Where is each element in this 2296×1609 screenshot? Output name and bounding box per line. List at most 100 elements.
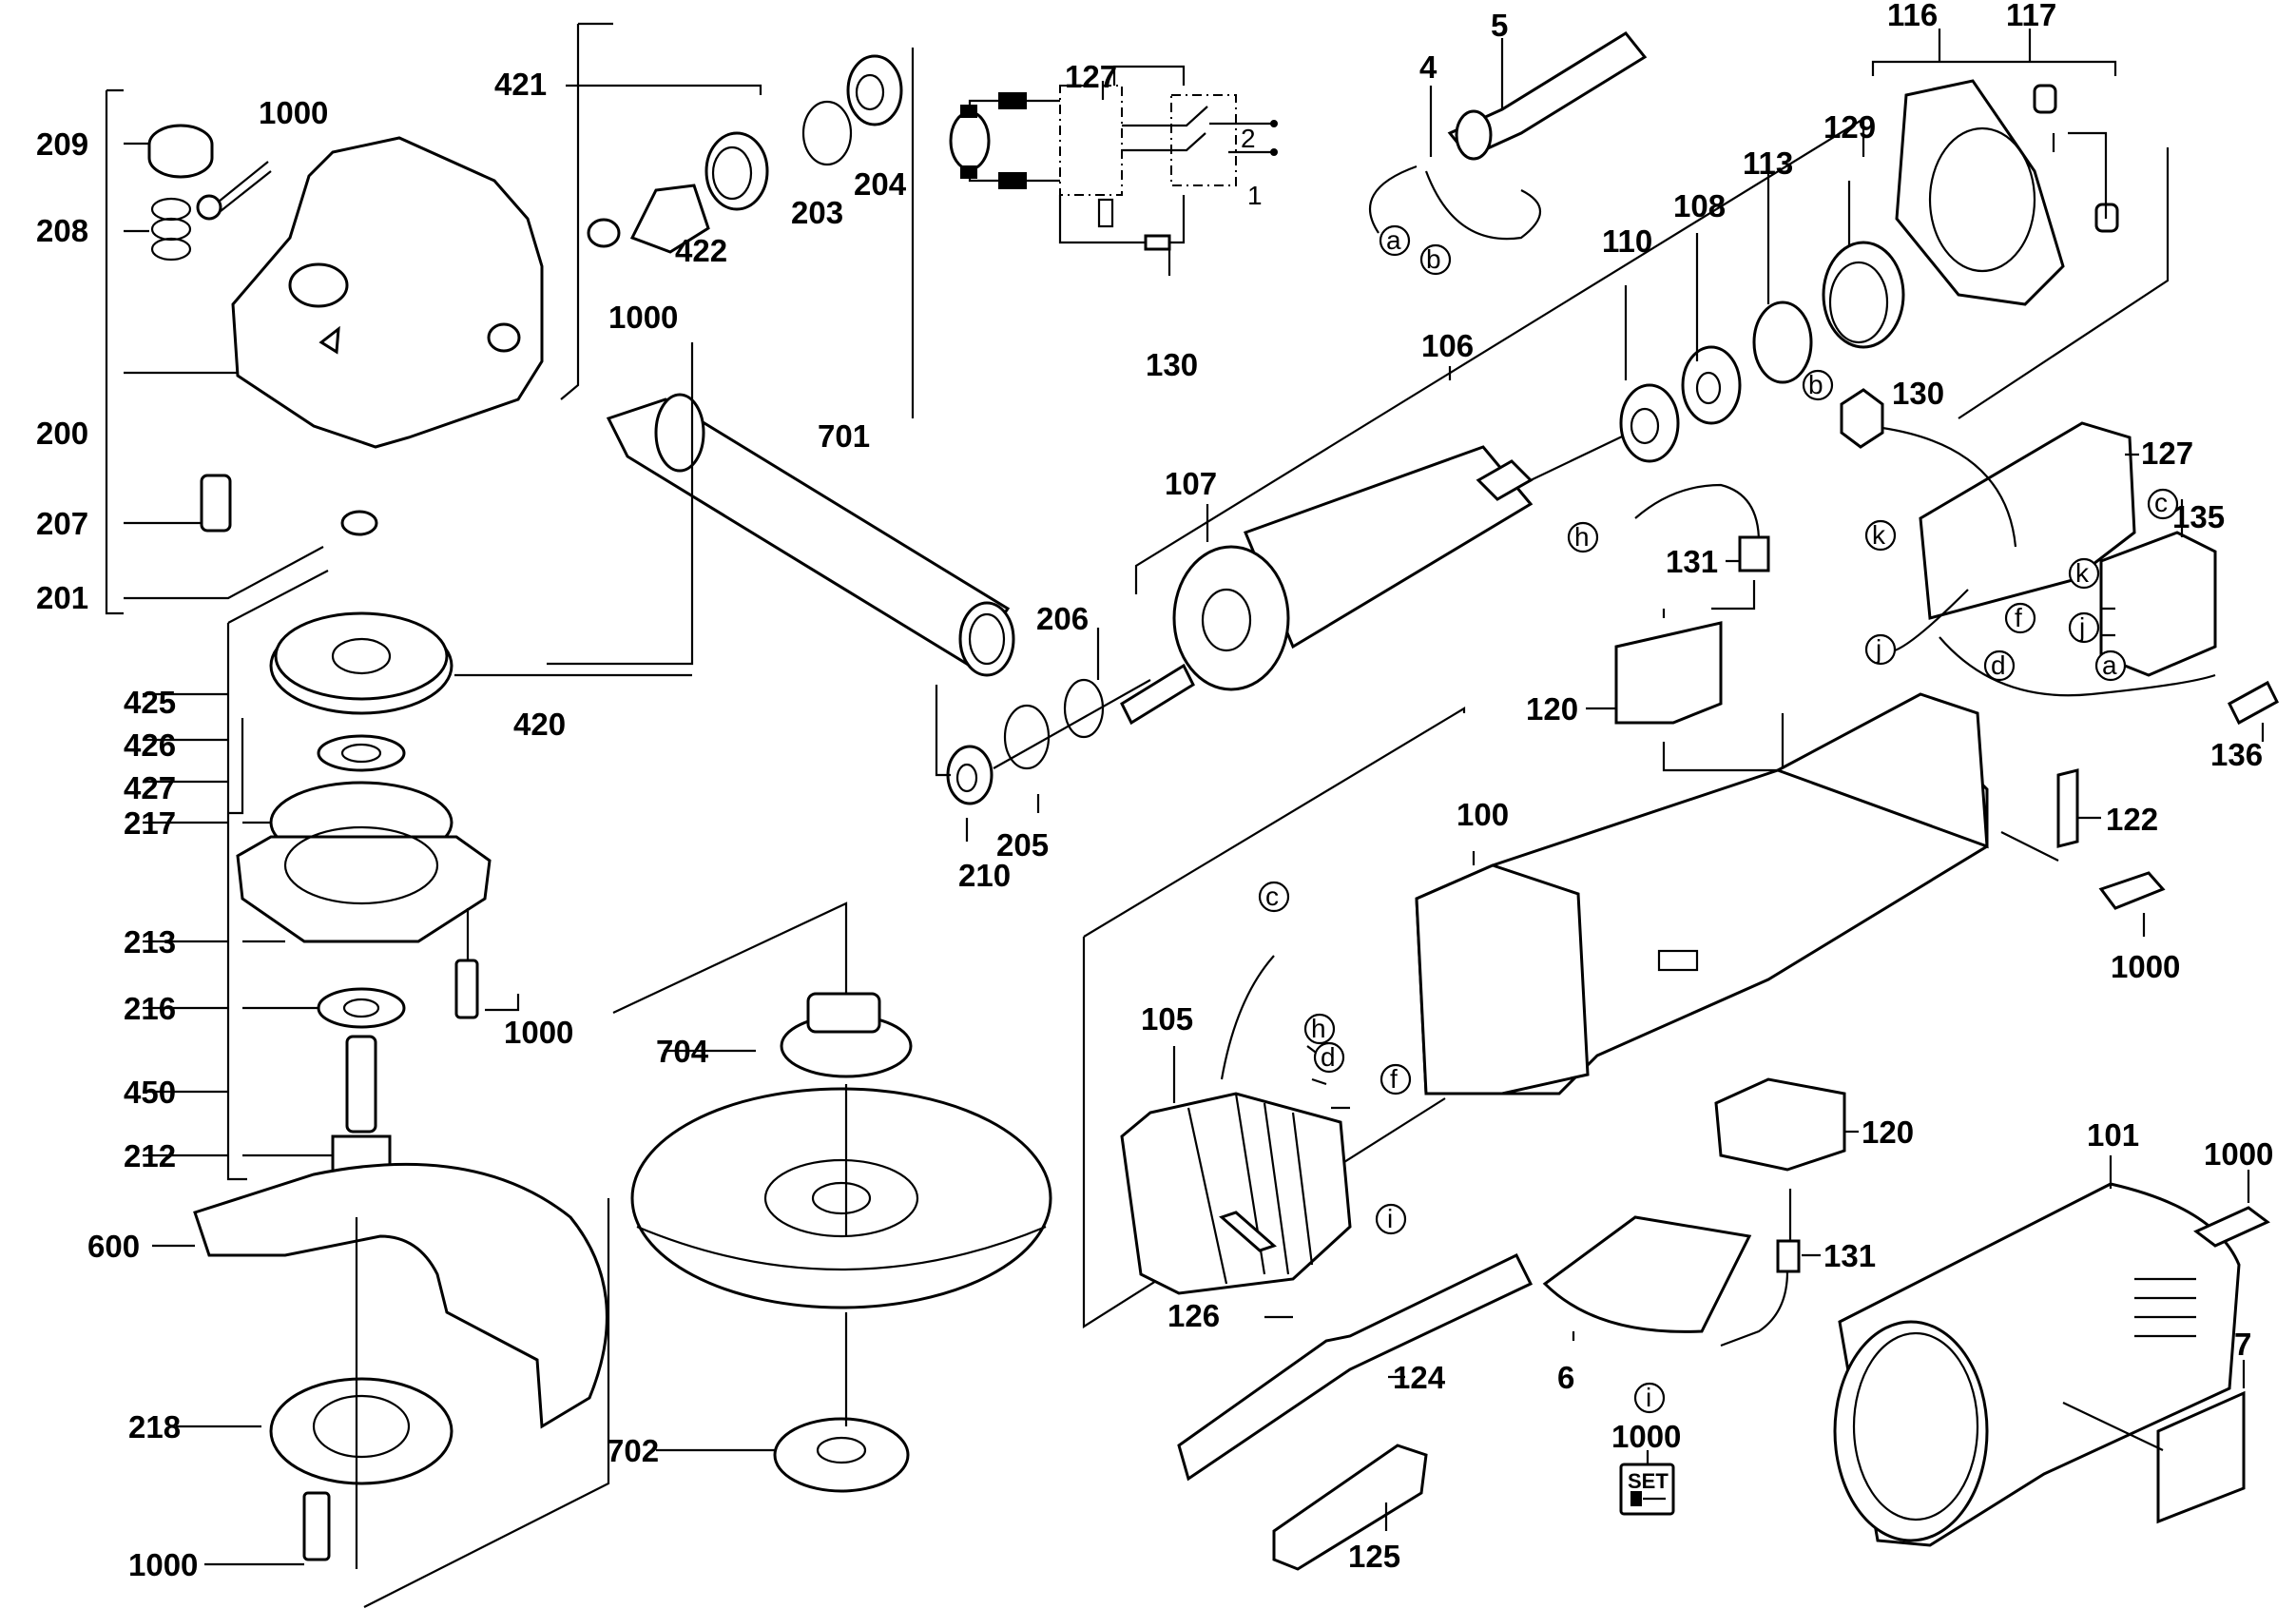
label-136: 136 <box>2210 737 2263 772</box>
wire-connection-markers: a b b h k c k j j f d a c h d f i i <box>1258 224 2179 1414</box>
label-204: 204 <box>854 166 907 202</box>
wire-marker-d-plate: d <box>1983 649 2016 682</box>
gear-housing-213 <box>236 835 492 943</box>
wire-marker-a-cord: a <box>1379 224 1411 257</box>
brush-holder-120-lower <box>1714 1077 1846 1172</box>
wire-marker-j-switch: j <box>2068 611 2100 644</box>
label-131-lower: 131 <box>1823 1238 1876 1273</box>
gear-housing-stack <box>143 692 520 1238</box>
fan-baffle-129 <box>1822 241 1905 349</box>
connector-131-upper <box>1738 535 1770 572</box>
label-426: 426 <box>124 727 176 763</box>
label-126: 126 <box>1167 1298 1220 1333</box>
wire-marker-f-plate: f <box>2004 602 2036 634</box>
bearing-110 <box>1619 383 1680 463</box>
label-122: 122 <box>2106 802 2158 837</box>
svg-text:a: a <box>1386 225 1401 255</box>
connector-131-lower <box>1776 1239 1801 1273</box>
label-105: 105 <box>1141 1001 1193 1037</box>
screw-1000-cover <box>2193 1206 2270 1248</box>
label-208: 208 <box>36 213 88 248</box>
label-107: 107 <box>1165 466 1217 501</box>
label-1000-set: 1000 <box>1611 1419 1681 1454</box>
label-131-upper: 131 <box>1666 544 1718 579</box>
label-6: 6 <box>1557 1360 1574 1395</box>
label-420: 420 <box>513 707 566 742</box>
pin-207 <box>200 474 232 533</box>
svg-text:f: f <box>1390 1064 1398 1094</box>
label-702: 702 <box>607 1433 659 1468</box>
label-113: 113 <box>1743 145 1793 181</box>
svg-text:d: d <box>1321 1042 1336 1072</box>
svg-text:d: d <box>1991 650 2006 680</box>
label-209: 209 <box>36 126 88 162</box>
bearing-204 <box>846 54 903 126</box>
connector-130 <box>1840 388 1884 449</box>
washer-210 <box>946 745 994 805</box>
screw-1000-flange <box>302 1491 331 1561</box>
svg-text:h: h <box>1311 1014 1326 1043</box>
svg-text:c: c <box>2154 488 2168 517</box>
label-6 <box>1542 1215 1752 1333</box>
wire-marker-i-lower: i <box>1633 1382 1666 1414</box>
svg-text:j: j <box>2078 612 2085 642</box>
bushing-201 <box>340 510 378 536</box>
label-203: 203 <box>791 195 843 230</box>
bearing-plate-113 <box>1752 300 1813 384</box>
label-106: 106 <box>1421 328 1474 363</box>
wheel-guard-600 <box>193 1162 608 1429</box>
screw-1000-housing <box>454 959 479 1019</box>
pinion-421 <box>629 184 710 254</box>
wire-marker-d-field: d <box>1313 1041 1345 1074</box>
wire-marker-a-switch: a <box>2094 649 2127 682</box>
armature-107 <box>1120 445 1534 726</box>
spindle-gear-group <box>226 22 1015 1181</box>
inner-flange-702 <box>773 1417 910 1493</box>
gear-head-cover-group <box>105 88 544 615</box>
part-labels: 209 208 1000 200 207 201 421 422 1000 20… <box>36 0 2273 1582</box>
wire-131-upper <box>1634 483 1761 543</box>
brush-holder-127 <box>1840 388 2279 742</box>
motor-cover-101 <box>1833 1155 2241 1547</box>
label-125: 125 <box>1348 1539 1400 1574</box>
label-110: 110 <box>1602 223 1652 259</box>
spring-126 <box>1219 1211 1277 1252</box>
label-217: 217 <box>124 805 176 841</box>
svg-text:k: k <box>1872 520 1886 550</box>
screw-set-badge <box>1619 1450 1675 1516</box>
svg-text:f: f <box>2015 603 2022 632</box>
screw-1000-clamp <box>2098 871 2166 910</box>
wire-marker-k-switch: k <box>2068 557 2100 590</box>
label-127: 127 <box>2141 436 2193 471</box>
label-1000-clamp: 1000 <box>2111 949 2180 984</box>
screw-1000-top <box>196 161 272 221</box>
field-stator-105 <box>1082 707 1466 1328</box>
label-116: 116 <box>1887 0 1938 32</box>
label-130-schematic: 130 <box>1146 347 1198 382</box>
switch-rod-124 <box>1177 1253 1534 1482</box>
label-207: 207 <box>36 506 88 541</box>
label-5: 5 <box>1491 8 1508 43</box>
bushing-117-a <box>2033 84 2057 114</box>
wire-marker-j-plate: j <box>1864 633 1897 666</box>
label-212: 212 <box>124 1138 176 1173</box>
nameplate-7 <box>2156 1390 2246 1524</box>
label-205: 205 <box>996 827 1049 863</box>
label-108: 108 <box>1673 188 1726 223</box>
switch-position-1: 1 <box>1247 181 1263 210</box>
label-600: 600 <box>87 1229 140 1264</box>
label-200: 200 <box>36 416 88 451</box>
label-127-schematic: 127 <box>1065 59 1117 94</box>
wire-marker-k-plate: k <box>1864 519 1897 552</box>
wire-marker-h-field: h <box>1303 1013 1336 1045</box>
label-1000-nut: 1000 <box>608 300 678 335</box>
cord-clamp-122 <box>2056 768 2079 848</box>
wiring-schematic <box>949 65 1278 276</box>
switch-slider-125 <box>1272 1444 1428 1571</box>
label-421: 421 <box>494 67 547 102</box>
wire-marker-f-field: f <box>1380 1063 1412 1095</box>
side-handle-701 <box>606 393 1015 677</box>
label-427: 427 <box>124 770 176 805</box>
circlip-206 <box>1063 678 1105 739</box>
